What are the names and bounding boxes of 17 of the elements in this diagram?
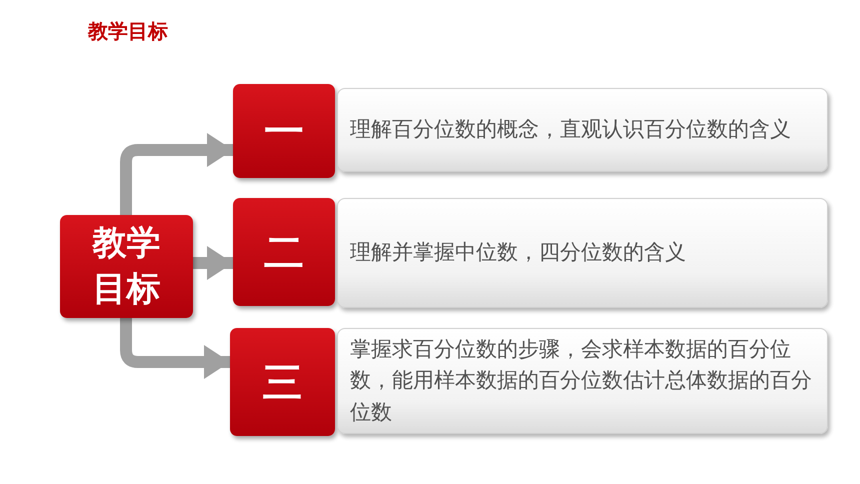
number-box	[233, 198, 335, 306]
objective-box	[337, 328, 828, 434]
step-number: 一	[264, 108, 304, 156]
topic-box	[60, 215, 193, 318]
page-title: 教学目标	[88, 18, 168, 45]
step-number: 三	[262, 358, 302, 408]
objective-box	[337, 198, 828, 308]
objective-text: 理解百分位数的概念，直观认识百分位数的含义	[350, 116, 791, 144]
topic-text: 教学目标	[90, 222, 162, 310]
arrow	[120, 133, 233, 215]
arrow	[193, 246, 233, 280]
number-box	[233, 84, 335, 178]
number-box	[230, 328, 335, 436]
objective-text: 掌握求百分位数的步骤，会求样本数据的百分位数，能用样本数据的百分位数估计总体数据的百分位数	[350, 336, 813, 426]
objective-box	[337, 88, 828, 172]
step-number: 二	[264, 228, 304, 278]
objective-text: 理解并掌握中位数，四分位数的含义	[350, 239, 686, 266]
